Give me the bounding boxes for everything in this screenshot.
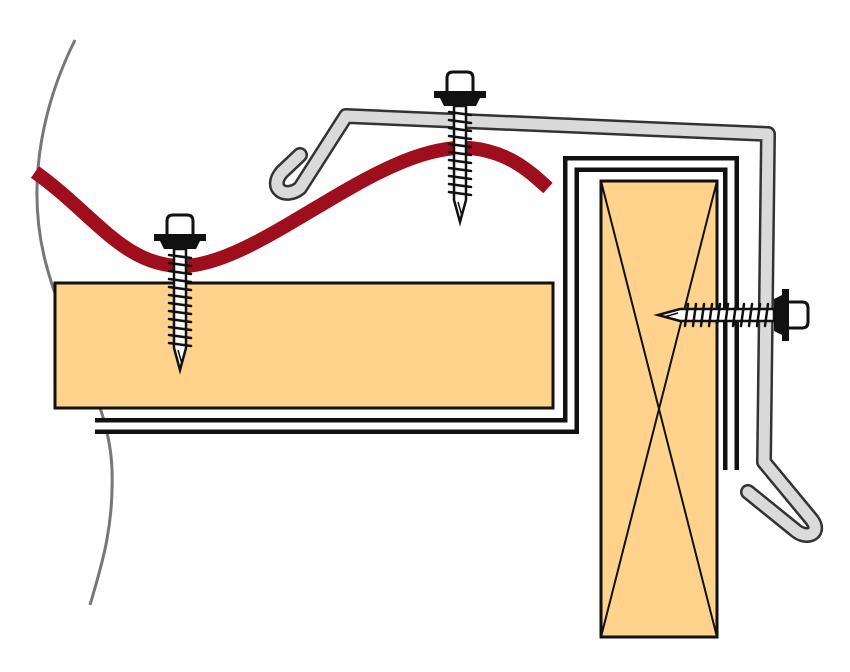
vertical-post: [599, 179, 719, 639]
metal-channel: [95, 156, 739, 470]
horizontal-board: [53, 281, 555, 410]
roof-sheet: [30, 140, 553, 274]
screw-icon: [653, 289, 810, 341]
edge-flashing: [268, 108, 824, 543]
screw-icon: [154, 213, 206, 375]
screw-icon: [434, 70, 486, 227]
